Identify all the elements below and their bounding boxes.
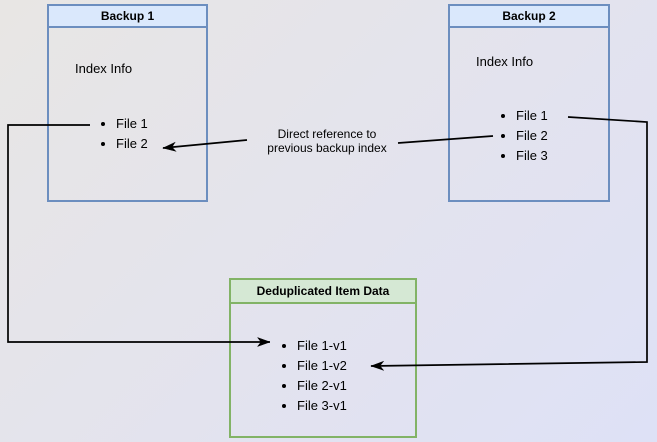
file-item: File 3-v1 — [297, 396, 347, 416]
backup2-box: Backup 2 Index Info File 1 File 2 File 3 — [448, 4, 610, 202]
file-item: File 1-v1 — [297, 336, 347, 356]
reference-arrow-label: Direct reference to previous backup inde… — [227, 127, 427, 155]
file-item: File 1-v2 — [297, 356, 347, 376]
file-item: File 2 — [516, 126, 548, 146]
backup2-header: Backup 2 — [450, 6, 608, 28]
file-item: File 1 — [116, 114, 148, 134]
backup1-title: Backup 1 — [100, 9, 155, 23]
backup1-box: Backup 1 Index Info File 1 File 2 — [47, 4, 208, 202]
dedup-title: Deduplicated Item Data — [256, 284, 390, 298]
dedup-box: Deduplicated Item Data File 1-v1 File 1-… — [229, 278, 417, 438]
backup1-file-list: File 1 File 2 — [101, 114, 148, 154]
file-item: File 1 — [516, 106, 548, 126]
backup2-file-list: File 1 File 2 File 3 — [501, 106, 548, 166]
backup1-subtitle: Index Info — [75, 61, 133, 76]
dedup-file-list: File 1-v1 File 1-v2 File 2-v1 File 3-v1 — [282, 336, 347, 416]
file-item: File 2-v1 — [297, 376, 347, 396]
reference-label-line1: Direct reference to — [277, 127, 377, 141]
file-item: File 3 — [516, 146, 548, 166]
backup2-subtitle: Index Info — [476, 54, 534, 69]
dedup-header: Deduplicated Item Data — [231, 280, 415, 304]
reference-label-line2: previous backup index — [267, 141, 387, 155]
file-item: File 2 — [116, 134, 148, 154]
backup2-title: Backup 2 — [502, 9, 556, 23]
backup1-header: Backup 1 — [49, 6, 206, 28]
